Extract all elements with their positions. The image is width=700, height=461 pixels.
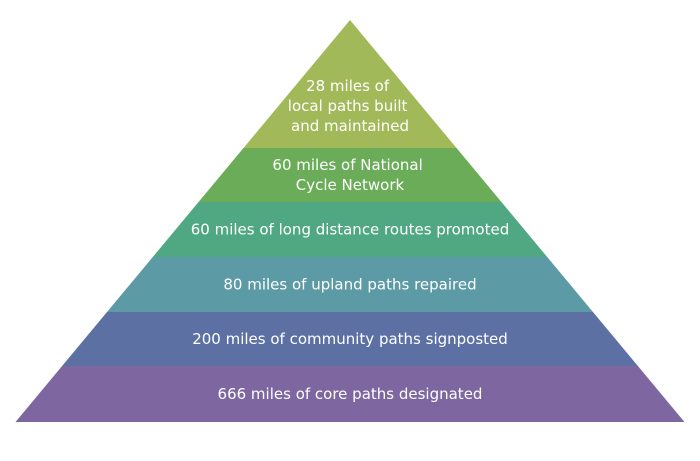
tier-label-line: and maintained: [291, 117, 409, 135]
tier-label: 666 miles of core paths designated: [218, 385, 483, 403]
tier-label-line: local paths built: [288, 97, 408, 115]
pyramid-tier-0: 28 miles of local paths built and mainta…: [243, 20, 457, 148]
tier-band: [152, 202, 548, 257]
tier-label: 200 miles of community paths signposted: [192, 330, 508, 348]
tier-label-line: 60 miles of long distance routes promote…: [191, 221, 509, 239]
pyramid-tier-2: 60 miles of long distance routes promote…: [152, 202, 548, 257]
tier-band: [15, 366, 685, 422]
tier-label-line: 80 miles of upland paths repaired: [223, 276, 476, 294]
tier-band: [107, 257, 593, 312]
tier-band: [198, 148, 502, 202]
tier-label-line: 666 miles of core paths designated: [218, 385, 483, 403]
pyramid-tier-5: 666 miles of core paths designated: [15, 366, 685, 422]
tier-label: 28 miles of local paths built and mainta…: [288, 77, 412, 135]
tier-band: [62, 312, 638, 366]
tier-label: 60 miles of National Cycle Network: [272, 156, 427, 194]
tier-label: 80 miles of upland paths repaired: [223, 276, 476, 294]
pyramid-tier-1: 60 miles of National Cycle Network: [198, 148, 502, 202]
pyramid-tier-3: 80 miles of upland paths repaired: [107, 257, 593, 312]
tier-label-line: Cycle Network: [296, 176, 405, 194]
tier-label-line: 60 miles of National: [272, 156, 422, 174]
tier-label: 60 miles of long distance routes promote…: [191, 221, 509, 239]
tier-label-line: 28 miles of: [306, 77, 390, 95]
pyramid-tier-4: 200 miles of community paths signposted: [62, 312, 638, 366]
tier-label-line: 200 miles of community paths signposted: [192, 330, 508, 348]
tier-band: [243, 20, 457, 148]
